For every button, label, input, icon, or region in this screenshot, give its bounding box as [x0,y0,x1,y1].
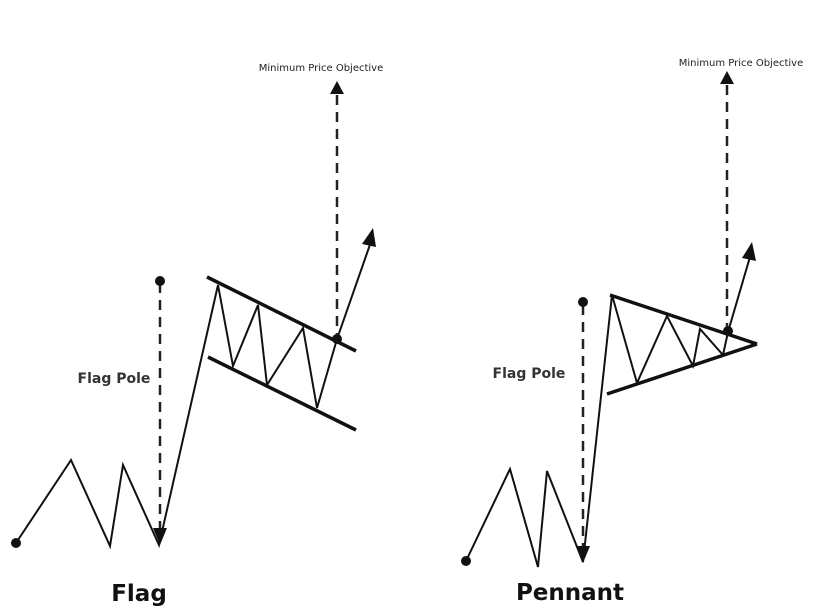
pennant-consolidation-zigzag [611,249,753,386]
pennant-objective-label: Minimum Price Objective [679,58,804,69]
pennant-upper-line [609,293,758,346]
flag-breakout-arrow-icon [362,228,376,247]
pennant-objective-up-arrow-icon [720,71,734,84]
pennant-lower-line [606,342,758,396]
flag-title: Flag [111,581,167,607]
flag-start-dot [11,538,21,548]
flag-pole-top-dot [155,276,165,286]
flag-objective-label: Minimum Price Objective [259,63,384,74]
pennant-pole-down-arrow-icon [576,546,590,563]
pennant-pole-label: Flag Pole [493,366,566,382]
pennant-breakout-dot [723,326,733,336]
pennant-panel: Minimum Price Objective Flag Pole Pennan… [461,58,803,606]
pennant-start-dot [461,556,471,566]
flag-breakout-dot [332,334,342,344]
flag-pole-down-arrow-icon [153,528,167,545]
flag-objective-up-arrow-icon [330,81,344,94]
pennant-breakout-arrow-icon [742,242,756,261]
pennant-price-path [465,294,613,568]
flag-consolidation-zigzag [217,235,374,409]
pennant-pole-top-dot [578,297,588,307]
flag-pole-label: Flag Pole [78,371,151,387]
pennant-title: Pennant [516,580,624,606]
flag-panel: Minimum Price Objective Flag Pole Flag [11,63,383,607]
flag-lower-channel [207,355,357,432]
flag-upper-channel [206,275,357,353]
flag-price-path [15,284,219,550]
